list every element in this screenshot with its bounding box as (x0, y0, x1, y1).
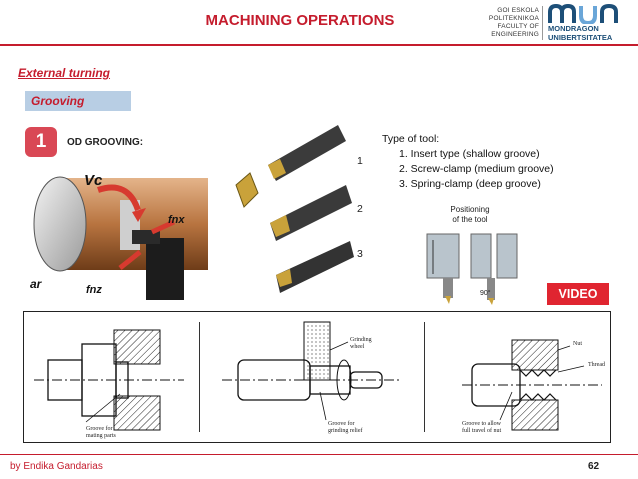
grinding-wheel-label: Grinding wheel (350, 337, 372, 351)
middle-caption: Groove for grinding relief (328, 421, 363, 435)
tool-type-item: 3. Spring-clamp (deep groove) (399, 178, 541, 190)
thread-label: Thread (588, 362, 605, 368)
university-logo (548, 4, 618, 24)
turning-illustration (33, 176, 208, 300)
left-caption: Groove for mating parts (86, 426, 116, 440)
step-label: OD GROOVING: (67, 137, 144, 148)
brand-line-1: MONDRAGON (548, 24, 599, 33)
left-caption-line-1: Groove for (86, 426, 113, 432)
university-name: MONDRAGON UNIBERTSITATEA (548, 24, 613, 42)
tool-number-1: 1 (357, 155, 363, 167)
grinding-relief-drawing (222, 321, 402, 421)
nut-label: Nut (573, 341, 582, 347)
faculty-line-2: POLITEKNIKOA (488, 15, 539, 22)
tool-type-item: 1. Insert type (shallow groove) (399, 148, 540, 160)
radial-force-label: fnx (168, 214, 185, 226)
left-caption-line-2: mating parts (86, 433, 116, 439)
positioning-diagram (426, 233, 518, 305)
faculty-line-3: FACULTY OF (497, 23, 539, 30)
footer-rule (0, 454, 638, 455)
depth-label: ar (30, 277, 42, 291)
page-title: MACHINING OPERATIONS (205, 12, 395, 29)
step-badge: 1 (25, 127, 57, 157)
subsection-label: Grooving (31, 94, 85, 108)
mating-parts-drawing (34, 329, 184, 431)
faculty-label: GOI ESKOLA POLITEKNIKOA FACULTY OF ENGIN… (487, 7, 539, 39)
tool-type-heading: Type of tool: (382, 133, 440, 145)
drawings-panel (23, 311, 611, 443)
panel-divider (199, 322, 200, 432)
grinding-line-1: Grinding (350, 337, 372, 343)
middle-caption-line-1: Groove for (328, 421, 355, 427)
right-caption: Groove to allow full travel of nut (462, 421, 501, 435)
header-rule (0, 44, 638, 46)
footer-author: by Endika Gandarias (10, 461, 103, 472)
video-button[interactable]: VIDEO (547, 283, 609, 305)
header-divider (542, 6, 543, 40)
tool-number-2: 2 (357, 203, 363, 215)
faculty-line-4: ENGINEERING (491, 31, 539, 38)
thread-nut-drawing (462, 339, 602, 431)
axial-force-label: fnz (86, 284, 102, 296)
cutting-speed-label: Vc (84, 172, 103, 189)
positioning-line-2: of the tool (452, 215, 488, 224)
grinding-line-2: wheel (350, 344, 365, 350)
middle-caption-line-2: grinding relief (328, 428, 363, 434)
positioning-caption: Positioning of the tool (440, 205, 500, 225)
tool-number-3: 3 (357, 248, 363, 260)
subsection-banner: Grooving (25, 91, 131, 111)
grooving-tools-illustration (235, 125, 354, 293)
brand-line-2: UNIBERTSITATEA (548, 32, 613, 42)
panel-divider (424, 322, 425, 432)
right-caption-line-2: full travel of nut (462, 428, 502, 434)
section-heading: External turning (18, 66, 111, 80)
faculty-line-1: GOI ESKOLA (497, 7, 539, 14)
page-number: 62 (588, 461, 600, 472)
positioning-line-1: Positioning (450, 205, 490, 214)
right-caption-line-1: Groove to allow (462, 421, 501, 427)
tool-type-item: 2. Screw-clamp (medium groove) (399, 163, 554, 175)
positioning-angle: 90° (480, 290, 491, 297)
